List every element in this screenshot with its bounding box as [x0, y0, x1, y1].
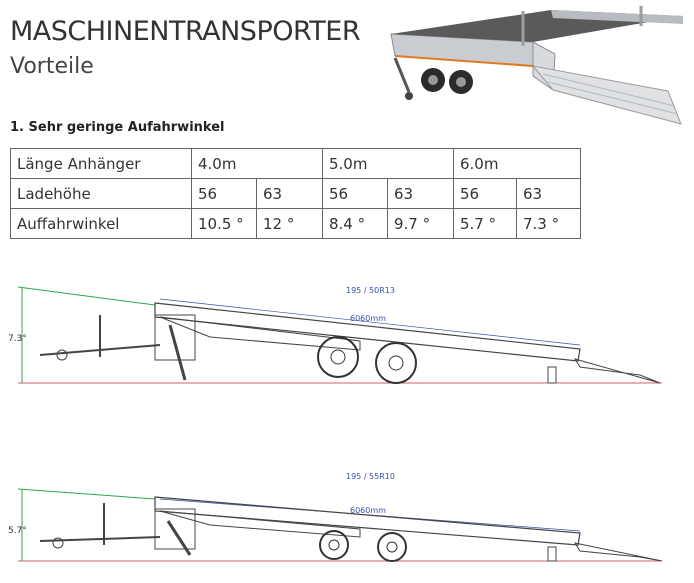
- angle-label: 5.7°: [8, 526, 27, 536]
- page-subtitle: Vorteile: [10, 54, 94, 79]
- table-cell: 12 °: [256, 208, 323, 239]
- table-cell: 5.0m: [322, 148, 454, 179]
- tire-label: 195 / 50R13: [346, 286, 395, 295]
- page-title: MASCHINENTRANSPORTER: [10, 16, 361, 47]
- table-row: Auffahrwinkel 10.5 ° 12 ° 8.4 ° 9.7 ° 5.…: [10, 208, 581, 239]
- table-cell: 63: [256, 178, 323, 209]
- trailer-photo: [390, 6, 683, 125]
- length-label: 6060mm: [350, 506, 386, 515]
- table-row: Länge Anhänger 4.0m 5.0m 6.0m: [10, 148, 581, 179]
- trailer-drawing-1: 7.3° 195 / 50R13 6060mm: [8, 286, 662, 384]
- table-cell: 10.5 °: [191, 208, 257, 239]
- table-cell: 5.7 °: [453, 208, 517, 239]
- table-cell: 9.7 °: [387, 208, 454, 239]
- table-cell: 56: [191, 178, 257, 209]
- tire-label: 195 / 55R10: [346, 472, 395, 481]
- trailer-drawing-2: 5.7° 195 / 55R10 6060mm: [8, 472, 663, 562]
- table-cell: 8.4 °: [322, 208, 388, 239]
- table-cell: 56: [453, 178, 517, 209]
- table-cell: 7.3 °: [516, 208, 581, 239]
- row-label: Ladehöhe: [10, 178, 192, 209]
- table-cell: 6.0m: [453, 148, 581, 179]
- angle-label: 7.3°: [8, 334, 27, 344]
- section-title: 1. Sehr geringe Aufahrwinkel: [10, 120, 225, 135]
- table-cell: 4.0m: [191, 148, 323, 179]
- table-cell: 56: [322, 178, 388, 209]
- table-cell: 63: [387, 178, 454, 209]
- length-label: 6060mm: [350, 314, 386, 323]
- specs-table: Länge Anhänger 4.0m 5.0m 6.0m Ladehöhe 5…: [10, 148, 581, 239]
- table-cell: 63: [516, 178, 581, 209]
- row-label: Auffahrwinkel: [10, 208, 192, 239]
- table-row: Ladehöhe 56 63 56 63 56 63: [10, 178, 581, 209]
- row-label: Länge Anhänger: [10, 148, 192, 179]
